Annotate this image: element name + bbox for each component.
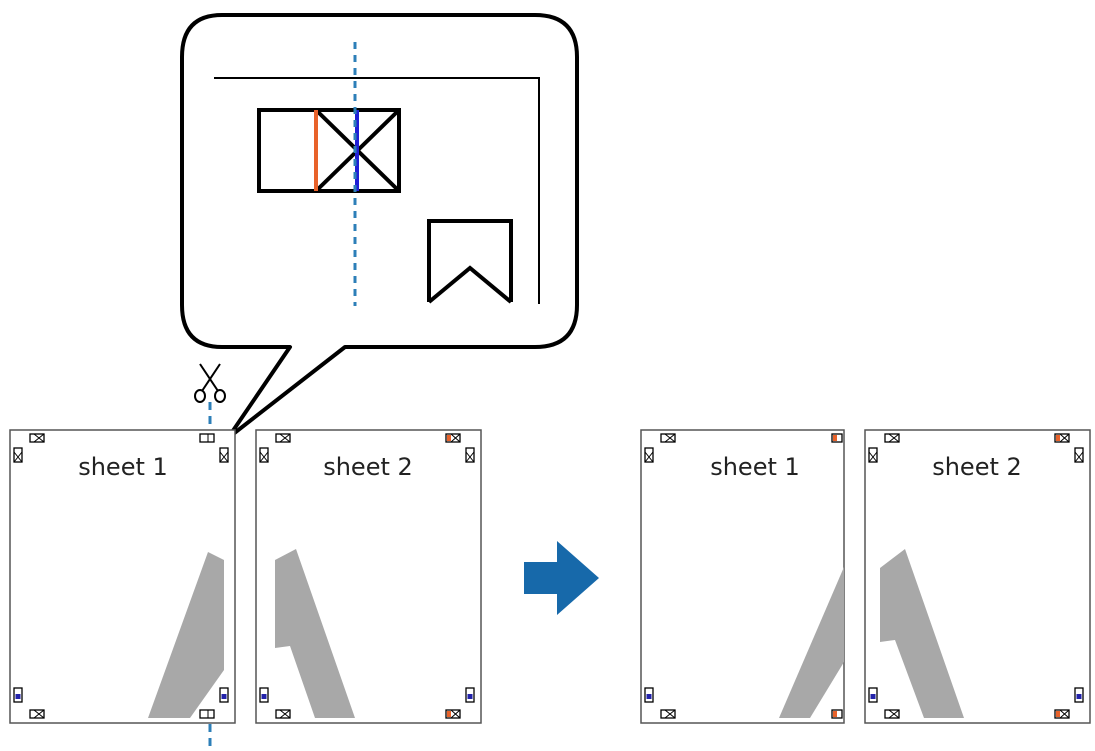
crop-mark-icon bbox=[644, 687, 654, 703]
crop-mark-icon bbox=[884, 433, 900, 443]
callout-bubble bbox=[180, 13, 579, 440]
sheet-2-before: sheet 2 bbox=[255, 429, 482, 724]
crop-mark-icon bbox=[275, 709, 291, 719]
crop-mark-icon bbox=[1054, 433, 1070, 443]
sheet-label: sheet 2 bbox=[932, 453, 1022, 481]
crop-mark-icon bbox=[29, 709, 45, 719]
crop-mark-icon bbox=[445, 433, 461, 443]
crop-mark-icon bbox=[199, 709, 215, 719]
crop-mark-icon bbox=[644, 447, 654, 463]
shape-piece bbox=[880, 549, 964, 718]
crop-mark-icon bbox=[1074, 447, 1084, 463]
crop-mark-icon bbox=[660, 433, 676, 443]
crop-mark-icon bbox=[445, 709, 461, 719]
callout-corner-line bbox=[214, 77, 540, 304]
crop-mark-icon bbox=[1074, 687, 1084, 703]
crop-mark-icon bbox=[29, 433, 45, 443]
callout-second-mark-v bbox=[427, 265, 513, 304]
crop-mark-icon bbox=[199, 433, 215, 443]
crop-mark-icon bbox=[831, 433, 843, 443]
sheet-label: sheet 1 bbox=[78, 453, 168, 481]
crop-mark-icon bbox=[465, 447, 475, 463]
crop-mark-icon bbox=[831, 709, 843, 719]
crop-mark-icon bbox=[868, 447, 878, 463]
crop-mark-icon bbox=[259, 687, 269, 703]
scissors-icon bbox=[194, 363, 226, 403]
crop-mark-icon bbox=[219, 447, 229, 463]
sheet-label: sheet 2 bbox=[323, 453, 413, 481]
crop-mark-icon bbox=[275, 433, 291, 443]
zoom-callout bbox=[180, 13, 579, 440]
crop-mark-icon bbox=[465, 687, 475, 703]
crop-mark-icon bbox=[259, 447, 269, 463]
crop-mark-icon bbox=[884, 709, 900, 719]
crop-mark-icon bbox=[868, 687, 878, 703]
crop-mark-icon bbox=[219, 687, 229, 703]
callout-second-mark bbox=[427, 219, 513, 302]
sheet-label: sheet 1 bbox=[710, 453, 800, 481]
sheet-2-after: sheet 2 bbox=[864, 429, 1091, 724]
sheet-1-after: sheet 1 bbox=[640, 429, 845, 724]
crop-mark-icon bbox=[13, 447, 23, 463]
shape-piece bbox=[779, 567, 844, 718]
callout-crop-mark-box bbox=[257, 108, 401, 193]
sheet-1-before: sheet 1 bbox=[9, 429, 236, 724]
crop-mark-icon bbox=[660, 709, 676, 719]
crop-mark-icon bbox=[13, 687, 23, 703]
shape-piece bbox=[275, 549, 355, 718]
crop-mark-icon bbox=[1054, 709, 1070, 719]
arrow-right-icon bbox=[524, 541, 599, 615]
shape-piece bbox=[148, 552, 224, 718]
